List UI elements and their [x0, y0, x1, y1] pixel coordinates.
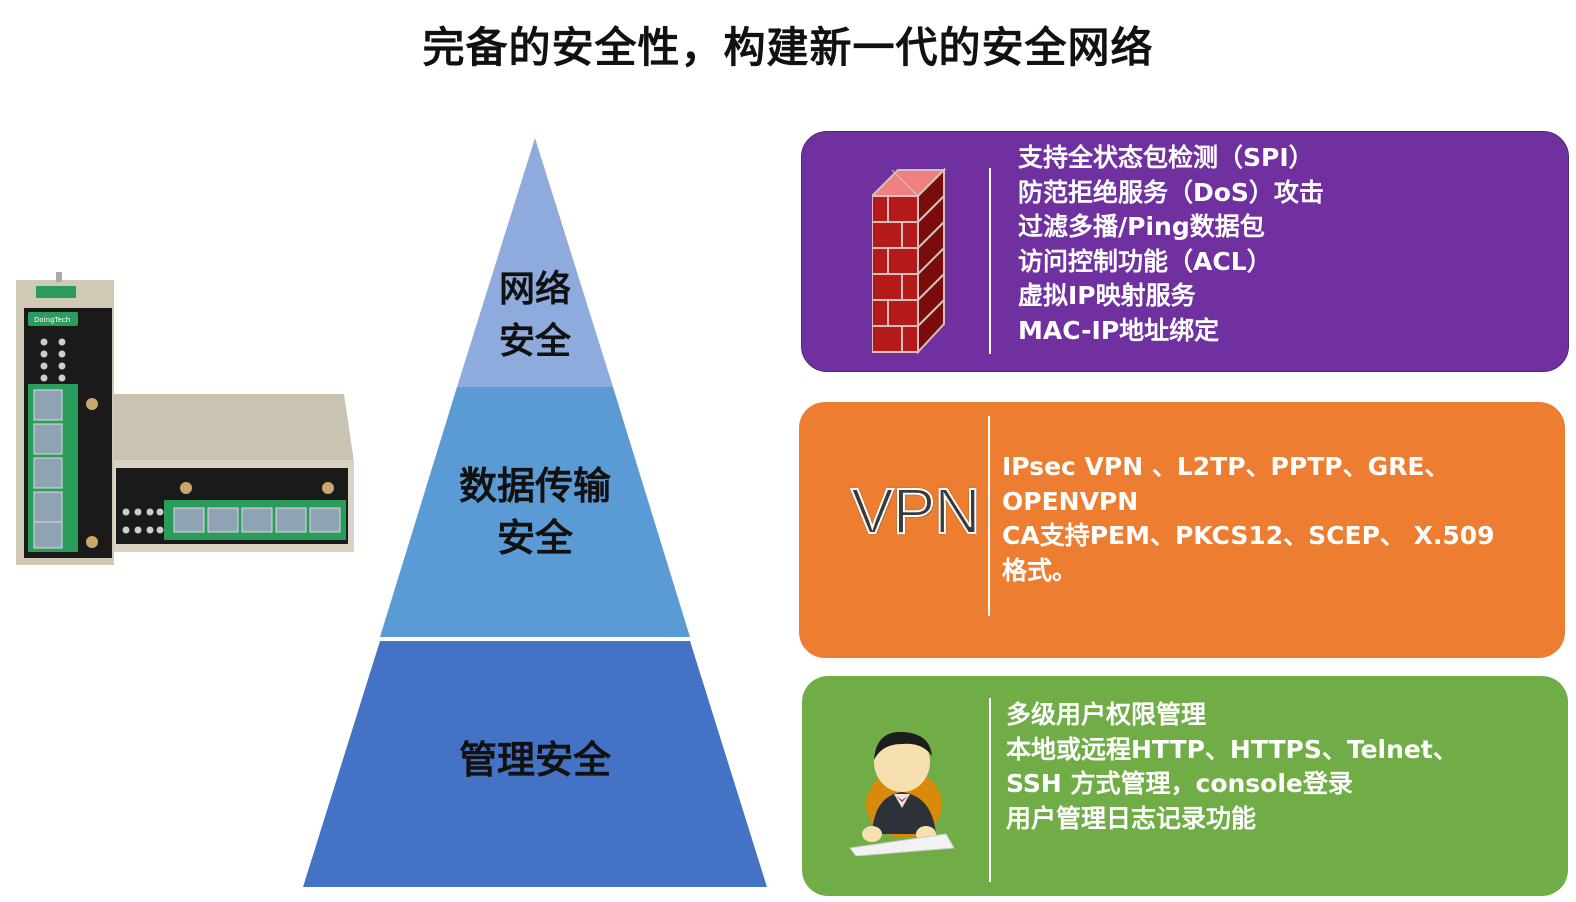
router-device-image: DoingTech: [16, 272, 354, 565]
admin-user-icon: [849, 731, 955, 856]
pyramid-label-data: 数据传输 安全: [458, 464, 611, 560]
feature-item: 格式。: [1002, 555, 1078, 585]
feature-item: 本地或远程HTTP、HTTPS、Telnet、: [1006, 734, 1458, 764]
security-pyramid: [303, 138, 767, 887]
divider: [989, 698, 991, 882]
feature-item: 支持全状态包检测（SPI）: [1018, 143, 1314, 172]
management-feature-list: 多级用户权限管理 本地或远程HTTP、HTTPS、Telnet、 SSH 方式管…: [1006, 698, 1458, 836]
pyramid-level-data: [380, 387, 690, 637]
vpn-logo-icon: VPN: [850, 474, 982, 548]
feature-item: 虚拟IP映射服务: [1018, 281, 1196, 310]
feature-item: IPsec VPN 、L2TP、PPTP、GRE、: [1002, 452, 1450, 481]
pyramid-label-management: 管理安全: [458, 738, 611, 782]
firewall-brick-icon: [872, 167, 947, 355]
pyramid-level-management: [303, 641, 767, 887]
feature-item: 过滤多播/Ping数据包: [1018, 212, 1265, 241]
feature-item: 用户管理日志记录功能: [1006, 803, 1257, 833]
svg-text:DoingTech: DoingTech: [34, 316, 70, 324]
feature-item: 防范拒绝服务（DoS）攻击: [1018, 177, 1324, 207]
pyramid-label-network: 网络 安全: [498, 269, 571, 362]
vpn-panel: VPN IPsec VPN 、L2TP、PPTP、GRE、 OPENVPN CA…: [799, 402, 1565, 658]
divider: [989, 168, 991, 354]
vpn-feature-list: IPsec VPN 、L2TP、PPTP、GRE、 OPENVPN CA支持PE…: [1002, 450, 1495, 588]
feature-item: MAC-IP地址绑定: [1018, 315, 1220, 345]
page-title: 完备的安全性，构建新一代的安全网络: [422, 23, 1154, 72]
feature-item: SSH 方式管理，console登录: [1006, 769, 1353, 798]
feature-item: 访问控制功能（ACL）: [1018, 246, 1272, 276]
feature-item: OPENVPN: [1002, 486, 1139, 516]
firewall-feature-list: 支持全状态包检测（SPI） 防范拒绝服务（DoS）攻击 过滤多播/Ping数据包…: [1018, 141, 1324, 348]
pyramid-level-network: [457, 138, 613, 387]
firewall-panel: 支持全状态包检测（SPI） 防范拒绝服务（DoS）攻击 过滤多播/Ping数据包…: [801, 131, 1569, 372]
management-panel: 多级用户权限管理 本地或远程HTTP、HTTPS、Telnet、 SSH 方式管…: [802, 676, 1568, 896]
divider: [988, 416, 990, 616]
feature-item: CA支持PEM、PKCS12、SCEP、 X.509: [1002, 521, 1495, 550]
feature-item: 多级用户权限管理: [1006, 700, 1207, 729]
